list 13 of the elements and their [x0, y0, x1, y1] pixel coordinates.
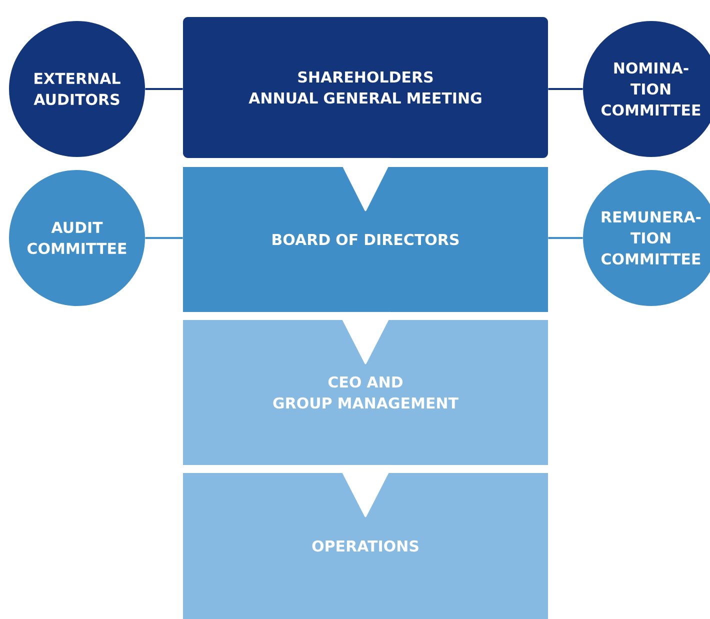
- connector-line: [145, 88, 183, 90]
- connector-line: [548, 88, 583, 90]
- process-box: CEO AND GROUP MANAGEMENT: [183, 320, 548, 465]
- connector-line: [548, 237, 583, 239]
- process-box: OPERATIONS: [183, 473, 548, 619]
- chevron-arrow: [338, 158, 392, 212]
- chevron-arrow: [338, 312, 392, 364]
- circle-node: EXTERNAL AUDITORS: [9, 21, 145, 157]
- process-box: SHAREHOLDERS ANNUAL GENERAL MEETING: [183, 17, 548, 158]
- chevron-arrow: [338, 465, 392, 518]
- process-box: BOARD OF DIRECTORS: [183, 167, 548, 312]
- connector-line: [145, 237, 183, 239]
- circle-node: AUDIT COMMITTEE: [9, 170, 145, 306]
